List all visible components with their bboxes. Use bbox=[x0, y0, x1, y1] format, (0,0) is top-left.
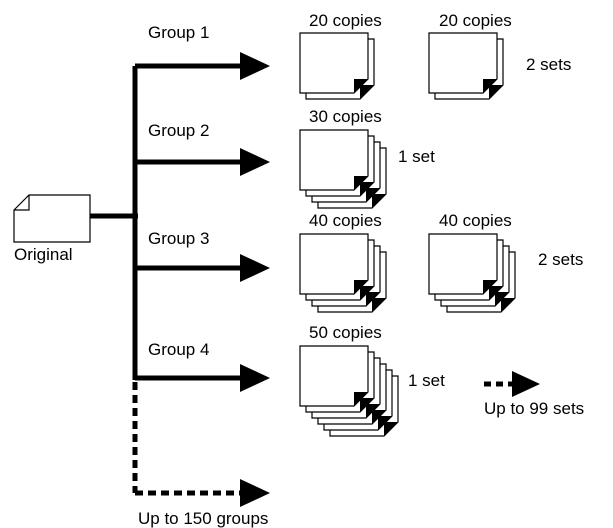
group2-arrow-icon bbox=[240, 148, 270, 176]
more-groups-label: Up to 150 groups bbox=[138, 509, 268, 528]
group1-stack2-paper-icon bbox=[428, 32, 504, 100]
group3-stack2-copies-label: 40 copies bbox=[439, 211, 512, 230]
more-groups-dashed-line bbox=[132, 382, 240, 496]
group3-stack2-paper-icon bbox=[428, 233, 516, 313]
page-fold-corner bbox=[483, 280, 497, 294]
group1-stack1-copies-label: 20 copies bbox=[309, 11, 382, 30]
page-fold-corner bbox=[366, 292, 380, 306]
page-fold-corner bbox=[384, 422, 398, 436]
page-fold-corner bbox=[372, 298, 386, 312]
more-groups-arrow-icon bbox=[240, 479, 270, 507]
page-fold-corner bbox=[360, 182, 374, 196]
group2-stack1-copies-label: 30 copies bbox=[309, 107, 382, 126]
paper-stacks bbox=[299, 32, 516, 437]
page-fold-corner bbox=[366, 404, 380, 418]
more-sets-arrow-icon bbox=[512, 371, 540, 397]
group1-stack2-copies-label: 20 copies bbox=[439, 11, 512, 30]
page-fold-corner bbox=[495, 292, 509, 306]
group1-stack1-paper-icon bbox=[299, 32, 375, 100]
page-fold-corner bbox=[354, 176, 368, 190]
original-label: Original bbox=[14, 245, 73, 264]
page-fold-corner bbox=[501, 298, 515, 312]
page-fold-corner bbox=[366, 188, 380, 202]
page-fold-corner bbox=[489, 85, 503, 99]
page-fold-corner bbox=[354, 79, 368, 93]
group3-stack1-paper-icon bbox=[299, 233, 387, 313]
group4-stack1-paper-icon bbox=[299, 345, 399, 437]
group3-label: Group 3 bbox=[148, 229, 209, 248]
page-fold-corner bbox=[360, 398, 374, 412]
group3-arrow-icon bbox=[240, 254, 270, 282]
group4-stack1-copies-label: 50 copies bbox=[309, 323, 382, 342]
group4-sets-label: 1 set bbox=[408, 371, 445, 390]
group4-label: Group 4 bbox=[148, 340, 209, 359]
group3-sets-label: 2 sets bbox=[538, 250, 583, 269]
page-fold-corner bbox=[372, 194, 386, 208]
group1-label: Group 1 bbox=[148, 23, 209, 42]
group2-label: Group 2 bbox=[148, 121, 209, 140]
page-fold-corner bbox=[483, 79, 497, 93]
group4-arrow-icon bbox=[240, 364, 270, 392]
group2-sets-label: 1 set bbox=[398, 147, 435, 166]
group2-stack1-paper-icon bbox=[299, 129, 387, 209]
page-fold-corner bbox=[360, 286, 374, 300]
group3-stack1-copies-label: 40 copies bbox=[309, 211, 382, 230]
more-sets-label: Up to 99 sets bbox=[484, 399, 584, 418]
branch-lines bbox=[90, 63, 242, 381]
page-fold-corner bbox=[360, 85, 374, 99]
group1-sets-label: 2 sets bbox=[526, 55, 571, 74]
page-fold-corner bbox=[378, 416, 392, 430]
page-fold-corner bbox=[354, 280, 368, 294]
page-fold-corner bbox=[489, 286, 503, 300]
original-document-icon bbox=[13, 194, 91, 243]
group1-arrow-icon bbox=[240, 52, 270, 80]
page-fold-corner bbox=[372, 410, 386, 424]
page-fold-corner bbox=[354, 392, 368, 406]
